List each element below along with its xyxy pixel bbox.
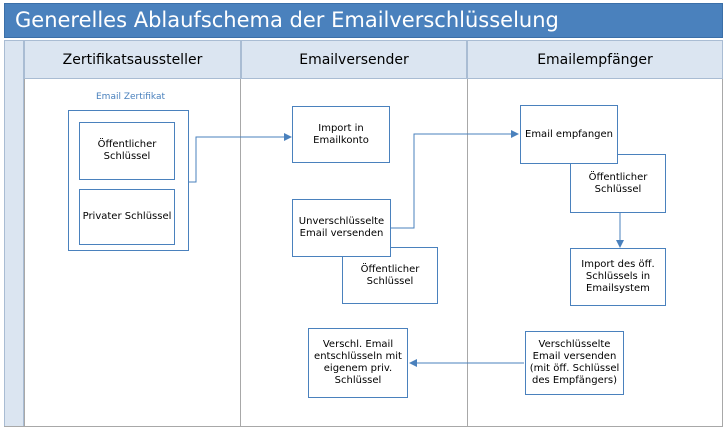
arrow-cert-to-import (189, 133, 292, 183)
issuer-private-key-label: Privater Schlüssel (82, 211, 172, 222)
decrypt-label: Verschl. Email entschlüsseln mit eigenem… (314, 339, 402, 386)
import-pubkey-box: Import des öff. Schlüssels in Emailsyste… (570, 248, 666, 306)
send-unencrypted-label: Unverschlüsselte Email versenden (298, 216, 385, 239)
lane-label-receiver: Emailempfänger (537, 51, 653, 68)
receiver-public-key-box: Öffentlicher Schlüssel (570, 154, 666, 213)
send-encrypted-label: Verschlüsselte Email versenden (mit öff.… (529, 339, 620, 386)
title-bar: Generelles Ablaufschema der Emailverschl… (4, 3, 723, 38)
diagram-title: Generelles Ablaufschema der Emailverschl… (15, 8, 559, 32)
issuer-public-key-label: Öffentlicher Schlüssel (97, 139, 157, 162)
issuer-private-key-box: Privater Schlüssel (79, 189, 175, 245)
lane-header-issuer: Zertifikatsaussteller (24, 40, 241, 79)
import-pubkey-label: Import des öff. Schlüssels in Emailsyste… (581, 259, 655, 294)
sender-public-key-label: Öffentlicher Schlüssel (360, 263, 420, 287)
lane-label-issuer: Zertifikatsaussteller (62, 51, 203, 68)
import-account-label: Import in Emailkonto (313, 122, 369, 146)
lane-header-sender: Emailversender (241, 40, 467, 79)
receive-label: Email empfangen (525, 128, 613, 140)
arrow-send-to-receive (391, 130, 519, 229)
send-encrypted-box: Verschlüsselte Email versenden (mit öff.… (525, 331, 624, 395)
send-unencrypted-box: Unverschlüsselte Email versenden (292, 199, 391, 257)
lane-label-sender: Emailversender (299, 51, 409, 68)
issuer-public-key-box: Öffentlicher Schlüssel (79, 122, 175, 180)
bottom-border (4, 426, 723, 427)
lane-header-receiver: Emailempfänger (467, 40, 723, 79)
import-account-box: Import in Emailkonto (292, 106, 390, 163)
cert-group-label: Email Zertifikat (96, 92, 166, 102)
receive-box: Email empfangen (520, 105, 618, 164)
receiver-public-key-label: Öffentlicher Schlüssel (588, 171, 648, 195)
decrypt-box: Verschl. Email entschlüsseln mit eigenem… (308, 328, 408, 398)
